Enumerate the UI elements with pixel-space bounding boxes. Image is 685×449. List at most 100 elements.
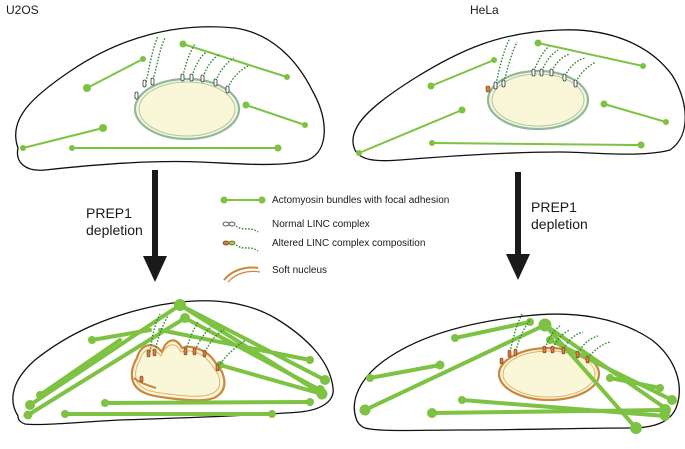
hela-nuclear-inner-membrane [491,73,585,127]
focal-adhesion [356,150,362,156]
legend-actomyosin-label: Actomyosin bundles with focal adhesion [272,195,449,206]
fiber [178,303,327,382]
focal-adhesion [660,411,670,421]
focal-adhesion [140,56,146,62]
altered-linc-head [499,357,504,365]
u2os-title: U2OS [6,3,39,17]
legend-altered-linc-label: Altered LINC complex composition [272,238,425,249]
focal-adhesion [101,399,109,407]
focal-adhesion [637,141,645,149]
linc-tether [551,53,571,72]
linc-tether [563,331,584,350]
focal-adhesion [36,391,44,399]
fiber [453,320,532,340]
focal-adhesion [316,388,328,400]
linc-tether [145,35,159,83]
focal-adhesion [25,400,35,410]
linc-tether [191,51,208,77]
fiber [245,104,306,126]
focal-adhesion [284,74,290,80]
fiber [182,43,288,78]
altered-linc-head [215,363,220,372]
linc-tether [152,37,166,81]
u2os-normal-linc-complexes [134,35,249,100]
u2os-step-line2: depletion [86,222,143,238]
altered-linc-head [575,350,580,359]
u2os-depleted-cell [12,299,334,426]
focal-adhesion [429,140,435,146]
linc-tether [575,61,597,83]
linc-head [150,77,155,86]
altered-linc-head [183,347,188,356]
focal-adhesion [179,40,187,48]
altered-linc-head [550,345,555,354]
linc-head [134,91,139,100]
linc-tether [577,335,599,354]
focal-adhesion [458,396,466,404]
linc-head [549,68,554,77]
hela-depletion-arrow [506,172,530,280]
focal-adhesion [242,101,250,109]
altered-linc-head [192,347,197,356]
focal-adhesion [274,144,282,152]
focal-adhesion [23,410,33,420]
hela-altered-linc-complexes [499,313,611,365]
fiber [86,58,144,89]
legend-normal-linc-symbol [222,221,259,233]
legend-normal-linc-label: Normal LINC complex [272,219,370,230]
legend-linc-tether [235,225,259,233]
altered-linc-head [542,345,547,354]
legend-altered-linc-symbol [222,240,259,252]
legend-actomyosin-symbol [220,196,266,204]
hela-soft-nucleus-inner [502,350,596,398]
focal-adhesion [656,384,664,392]
linc-head [562,73,567,82]
fiber [430,408,667,415]
focal-adhesion [306,398,314,406]
focal-adhesion [600,100,608,108]
linc-head [493,81,498,90]
focal-adhesion [534,39,542,47]
linc-tether [182,43,196,77]
hela-step-line1: PREP1 [531,199,577,215]
focal-adhesion [451,334,459,342]
legend: Actomyosin bundles with focal adhesion N… [220,195,449,283]
linc-head [501,79,506,88]
focal-adhesion [538,318,552,332]
linc-tether [533,45,550,72]
focal-adhesion [61,410,69,418]
fiber [22,127,104,149]
linc-head [200,74,205,83]
hela-depleted-cell [353,313,680,434]
fiber [218,363,324,396]
focal-adhesion [526,318,534,326]
fiber [548,338,674,402]
fiber [178,303,324,396]
arrow-head [506,254,530,280]
arrow-head [143,256,167,282]
fiber [28,303,182,407]
legend-soft-nucleus-symbol [223,266,261,283]
linc-tether [149,313,161,353]
focal-adhesion [491,57,497,63]
legend-altered-linc-head [228,240,236,246]
u2os-nuclear-inner-membrane [138,81,236,137]
hela-title: HeLa [470,3,499,17]
fiber [603,103,667,123]
hela-control-actin-fibers [356,39,669,156]
fiber [608,376,662,390]
legend-focal-adhesion [258,196,266,204]
linc-head [180,73,185,82]
legend-altered-linc-head [222,240,230,246]
linc-head [539,68,544,77]
hela-soft-nucleus [497,346,601,402]
fiber [430,59,495,87]
u2os-control-actin-fibers [20,40,308,152]
linc-tether [217,339,247,367]
focal-adhesion [302,122,308,128]
focal-adhesion [268,410,276,418]
linc-tether [509,313,523,353]
focal-adhesion [20,145,26,151]
focal-adhesion [180,313,190,323]
u2os-depleted-actin-fibers [23,299,330,420]
